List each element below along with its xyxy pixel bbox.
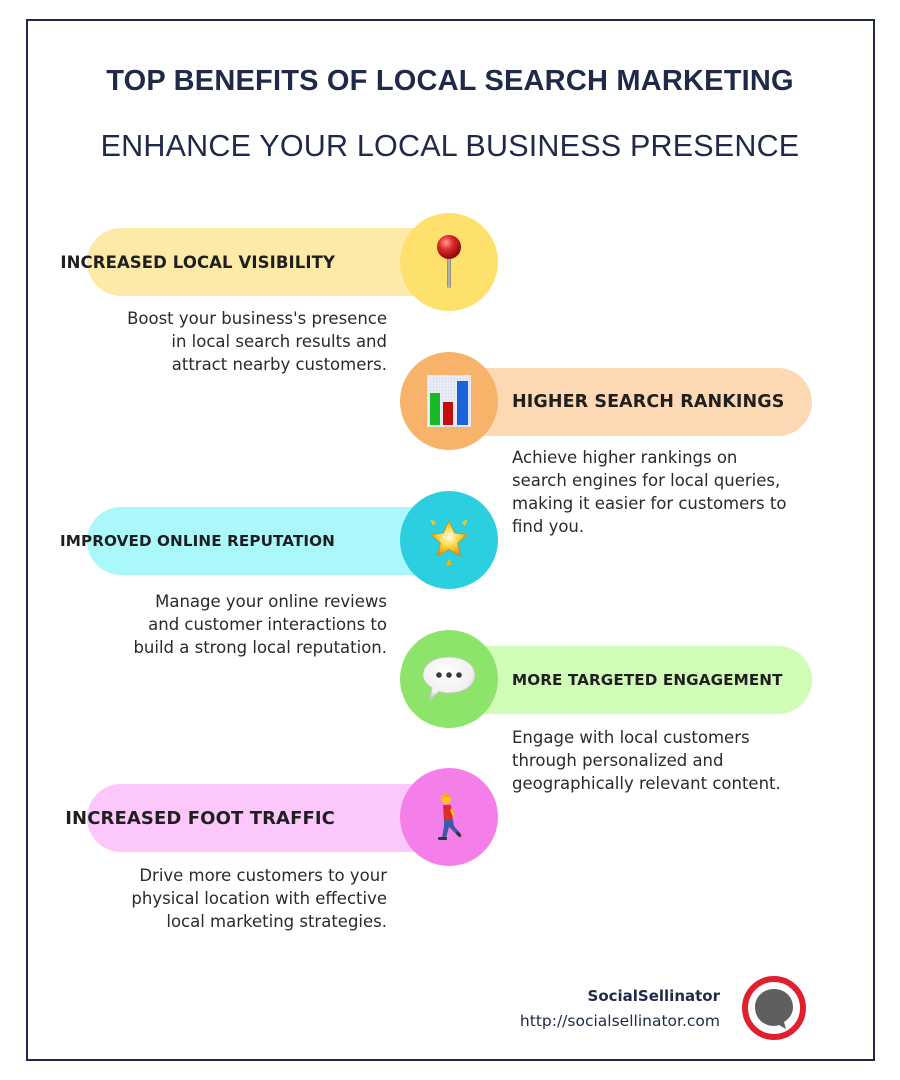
benefit-title: MORE TARGETED ENGAGEMENT — [512, 671, 783, 689]
benefit-description: Boost your business's presence in local … — [127, 309, 387, 374]
benefit-pill-targeted-engagement: MORE TARGETED ENGAGEMENT — [450, 646, 812, 714]
benefit-circle-local-visibility — [400, 213, 498, 311]
benefit-pill-foot-traffic: INCREASED FOOT TRAFFIC — [65, 784, 447, 852]
benefit-pill-local-visibility: INCREASED LOCAL VISIBILITY — [60, 228, 447, 296]
socialsellinator-logo-icon — [742, 976, 806, 1040]
speech-bubble-icon — [422, 656, 476, 703]
brand-url-link[interactable]: http://socialsellinator.com — [519, 1012, 720, 1030]
benefit-title: HIGHER SEARCH RANKINGS — [512, 392, 785, 412]
benefit-title: IMPROVED ONLINE REPUTATION — [60, 532, 335, 550]
benefit-description: Achieve higher rankings on search engine… — [512, 448, 787, 536]
benefit-description: Engage with local customers through pers… — [512, 728, 781, 793]
benefit-pill-online-reputation: IMPROVED ONLINE REPUTATION — [60, 507, 447, 575]
benefit-title: INCREASED FOOT TRAFFIC — [65, 807, 335, 829]
benefit-circle-search-rankings — [400, 352, 498, 450]
page-title: TOP BENEFITS OF LOCAL SEARCH MARKETING — [106, 65, 794, 97]
page-subtitle: ENHANCE YOUR LOCAL BUSINESS PRESENCE — [100, 129, 800, 163]
benefit-pill-search-rankings: HIGHER SEARCH RANKINGS — [450, 368, 812, 436]
benefit-circle-online-reputation — [400, 491, 498, 589]
brand-name: SocialSellinator — [587, 987, 720, 1005]
round-pushpin-icon — [437, 235, 461, 288]
benefit-description: Drive more customers to your physical lo… — [131, 866, 387, 931]
bar-chart-icon — [427, 375, 471, 427]
glowing-star-icon — [430, 519, 468, 565]
benefit-description: Manage your online reviews and customer … — [133, 592, 387, 657]
benefit-circle-foot-traffic — [400, 768, 498, 866]
benefit-title: INCREASED LOCAL VISIBILITY — [60, 252, 335, 272]
person-walking-icon — [438, 794, 462, 840]
benefit-circle-targeted-engagement — [400, 630, 498, 728]
